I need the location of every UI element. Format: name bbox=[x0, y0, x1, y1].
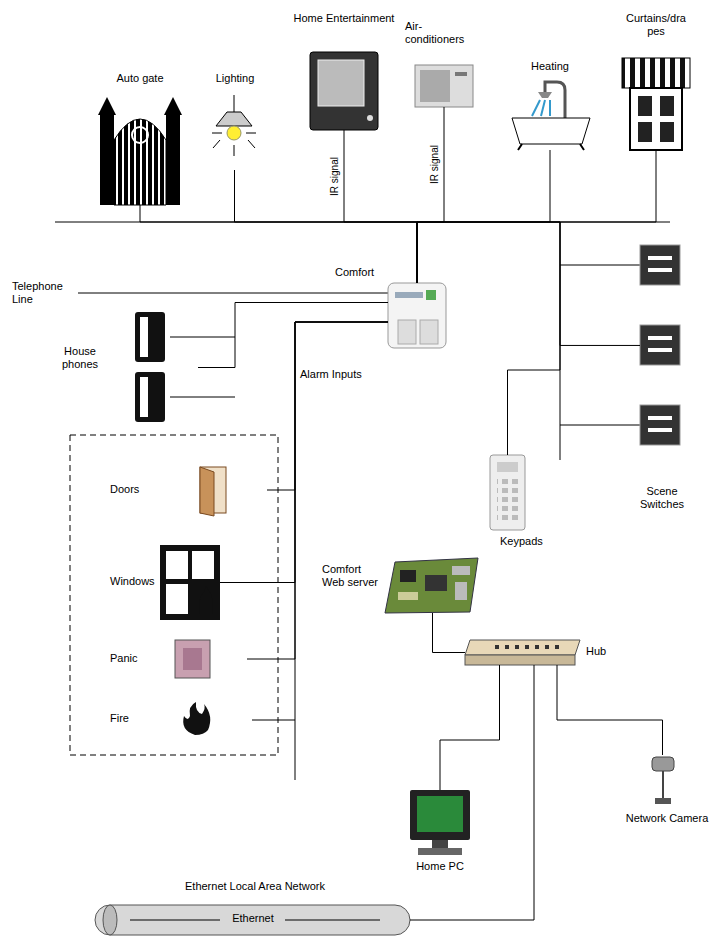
switch-stub bbox=[560, 265, 640, 266]
node-label: Curtains/drapes bbox=[624, 12, 688, 38]
input-label: Alarm Inputs bbox=[300, 368, 380, 381]
wire-connector bbox=[440, 665, 500, 790]
scene-switch-icon bbox=[640, 245, 680, 445]
wire-connector bbox=[557, 665, 663, 755]
alarm-group-box bbox=[70, 435, 278, 755]
network-node: Ethernet Local Area NetworkEthernet bbox=[103, 905, 410, 935]
comfort-panel-icon bbox=[388, 283, 446, 348]
wire-connector bbox=[417, 107, 444, 283]
camera-node: Network Camera bbox=[650, 755, 675, 805]
device-node: Heating bbox=[510, 82, 590, 150]
node-label: Hub bbox=[586, 645, 626, 658]
signal-label: IR signal bbox=[429, 144, 440, 185]
alarm-wire bbox=[295, 720, 296, 780]
wire-connector bbox=[198, 303, 388, 368]
lamp-icon bbox=[212, 95, 256, 156]
wire-connector bbox=[220, 322, 388, 583]
window-icon bbox=[160, 545, 220, 620]
wire-connector bbox=[433, 613, 466, 653]
node-label: Ethernet Local Area Network bbox=[130, 880, 380, 893]
panic-button-icon bbox=[175, 640, 210, 678]
ethernet-tube bbox=[95, 905, 410, 935]
hub-node: Hub bbox=[465, 640, 580, 665]
node-label: Doors bbox=[110, 483, 170, 496]
hub-icon bbox=[465, 640, 580, 665]
sensor-node: Doors bbox=[195, 465, 267, 515]
controller-node: Comfort bbox=[388, 283, 446, 348]
tv-icon bbox=[310, 52, 378, 130]
web-server-icon bbox=[385, 558, 478, 613]
server-node: Comfort Web server bbox=[385, 558, 480, 613]
sensor-node: Panic bbox=[175, 640, 247, 678]
phone-icon bbox=[135, 312, 165, 422]
camera-icon bbox=[652, 757, 674, 804]
node-label: Air-conditioners bbox=[405, 20, 477, 46]
node-label: Auto gate bbox=[88, 72, 192, 85]
node-label: Comfort Web server bbox=[322, 563, 382, 589]
phone-stub bbox=[170, 337, 235, 338]
pc-icon bbox=[410, 790, 470, 855]
keypad-node: Keypads bbox=[490, 455, 525, 530]
node-label: Home PC bbox=[400, 860, 480, 873]
node-label: Scene Switches bbox=[633, 485, 691, 511]
wire-connector bbox=[410, 665, 534, 920]
device-node: Air-conditioners bbox=[415, 65, 473, 107]
sensor-node: Fire bbox=[180, 705, 252, 735]
wire-connector bbox=[344, 130, 417, 283]
node-label: Heating bbox=[510, 60, 590, 73]
switch-stub bbox=[560, 425, 640, 426]
wire-connector bbox=[140, 205, 417, 283]
node-inner-label: Ethernet bbox=[222, 912, 284, 925]
device-node: Curtains/drapes bbox=[622, 58, 690, 150]
node-label: House phones bbox=[52, 345, 108, 371]
fire-icon bbox=[183, 702, 210, 735]
bath-icon bbox=[512, 82, 590, 150]
sensor-node: Windows bbox=[160, 545, 220, 620]
node-label: Network Camera bbox=[618, 812, 716, 825]
keypad-icon bbox=[490, 455, 525, 530]
switch-node: Scene Switches bbox=[640, 245, 680, 450]
wire-connector bbox=[252, 322, 388, 720]
curtain-icon bbox=[622, 58, 690, 150]
wire-connector bbox=[417, 222, 640, 345]
node-label: Lighting bbox=[195, 72, 275, 85]
gate-icon bbox=[98, 97, 182, 205]
aircon-icon bbox=[415, 65, 473, 107]
line-label: Telephone Line bbox=[12, 280, 74, 306]
telephone-wire bbox=[78, 293, 388, 294]
wire-connector bbox=[235, 170, 418, 283]
wire-connector bbox=[417, 222, 560, 455]
signal-label: IR signal bbox=[329, 156, 340, 197]
wire-connector bbox=[417, 150, 656, 283]
node-label: Windows bbox=[110, 575, 158, 588]
device-node: Lighting bbox=[207, 95, 262, 170]
node-label: Keypads bbox=[500, 535, 560, 548]
phone-node: House phones bbox=[130, 310, 198, 425]
wire-connector bbox=[247, 322, 388, 659]
node-label: Fire bbox=[110, 712, 170, 725]
node-label: Home Entertainment bbox=[292, 12, 396, 25]
wire-connector bbox=[267, 322, 388, 490]
device-node: Home Entertainment bbox=[310, 52, 378, 130]
door-icon bbox=[200, 467, 226, 516]
pc-node: Home PC bbox=[410, 790, 470, 855]
node-label: Comfort bbox=[335, 266, 387, 279]
node-label: Panic bbox=[110, 652, 170, 665]
device-node: Auto gate bbox=[100, 95, 180, 205]
phone-stub bbox=[170, 397, 235, 398]
